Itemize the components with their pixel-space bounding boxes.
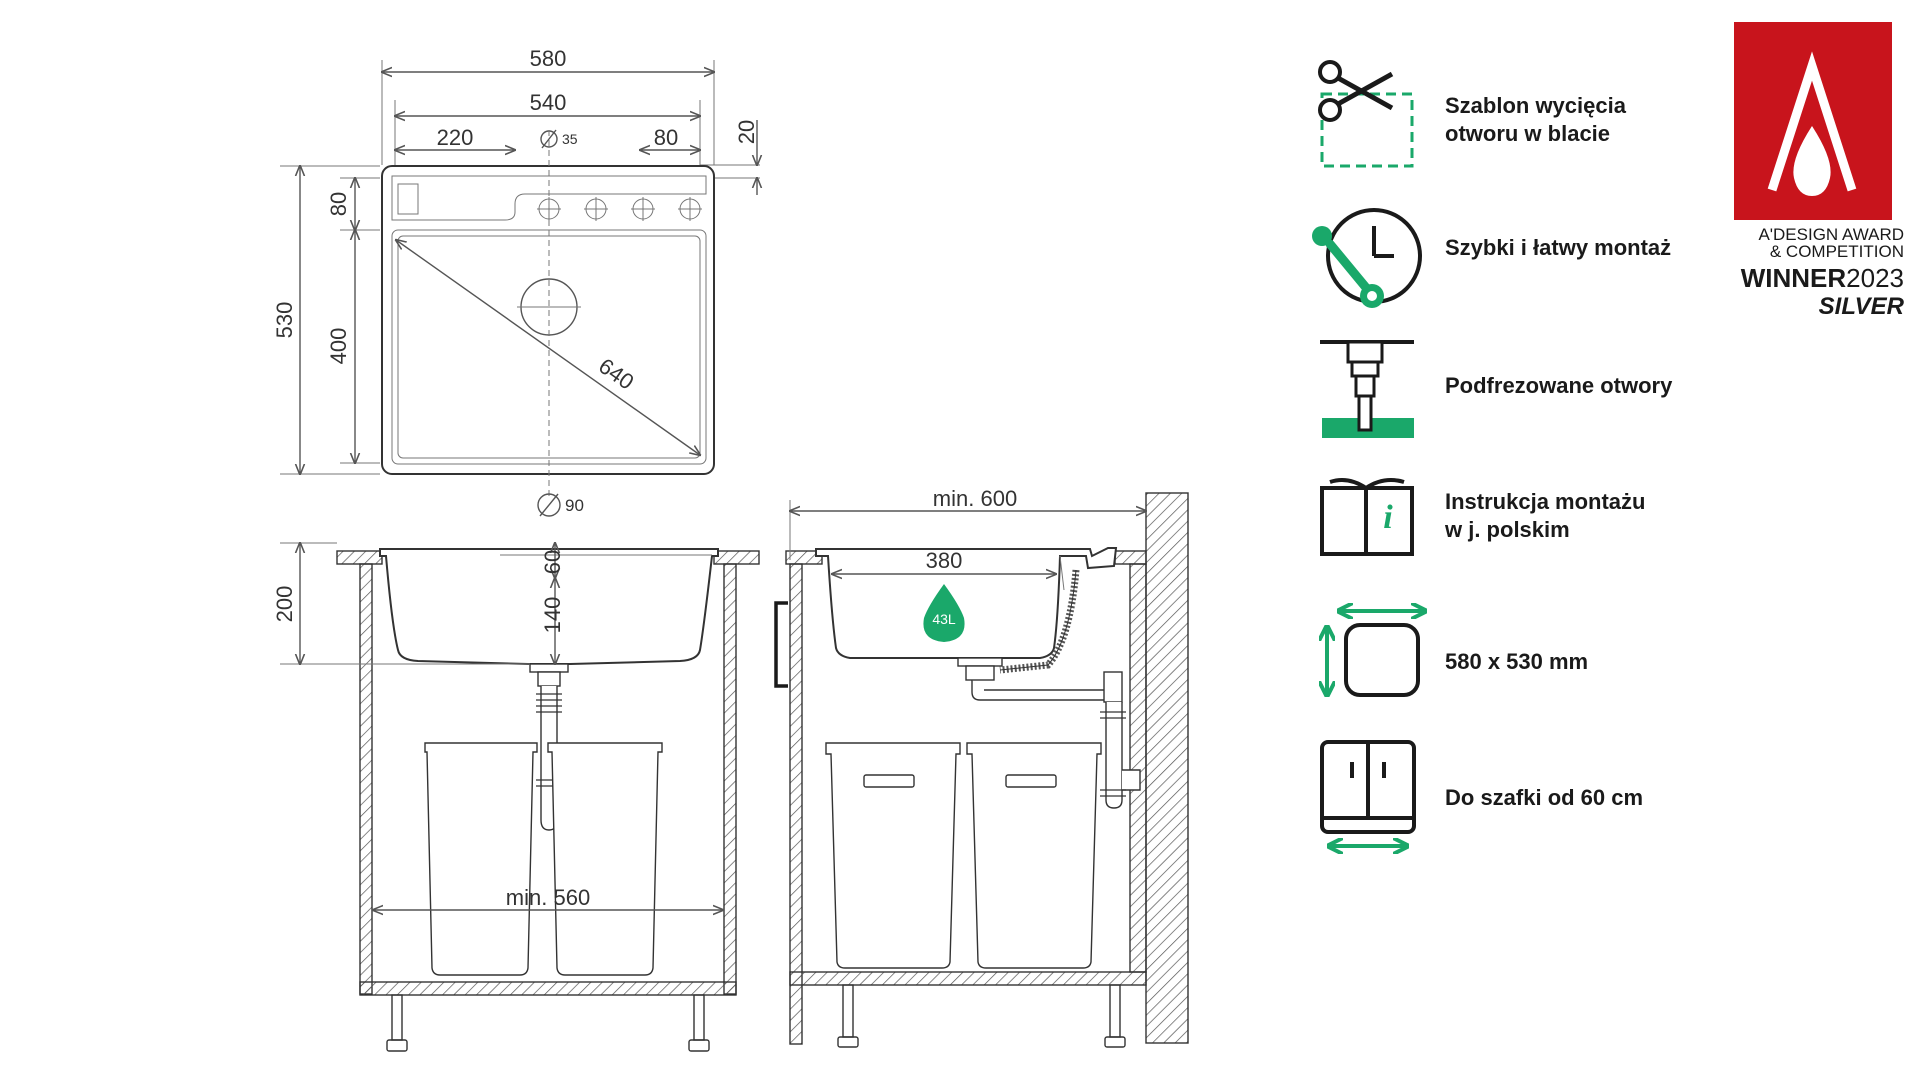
award-logo (1734, 22, 1892, 220)
dim-drain: 90 (565, 496, 584, 515)
dim-tap-hole: 35 (562, 131, 578, 147)
award-winner: WINNER (1740, 263, 1847, 293)
feature-milled-holes-line1: Podfrezowane otwory (1445, 373, 1673, 398)
drill-icon (1320, 340, 1414, 438)
dim-front-bowl: 140 (540, 597, 565, 634)
dim-cabinet-min-side: min. 600 (933, 486, 1017, 511)
feature-milled-holes: Podfrezowane otwory (1445, 372, 1672, 400)
feature-template: Szablon wycięcia otworu w blacie (1445, 92, 1626, 148)
side-view: min. 600 380 43L (774, 486, 1189, 1048)
feature-dimensions: 580 x 530 mm (1445, 648, 1588, 676)
water-drop-icon: 43L (923, 584, 965, 642)
feature-quick-install: Szybki i łatwy montaż (1445, 234, 1671, 262)
award-level: SILVER (1818, 293, 1904, 320)
clock-wrench-icon (1312, 208, 1422, 308)
scissors-template-icon (1318, 60, 1414, 168)
dim-width-outer: 580 (530, 46, 567, 71)
dim-width-inner: 540 (530, 90, 567, 115)
dim-bowl-width: 380 (926, 548, 963, 573)
award-year: 2023 (1846, 263, 1904, 293)
dim-height-total: 530 (272, 302, 297, 339)
dim-front-rim: 60 (540, 550, 565, 574)
feature-instructions-line2: w j. polskim (1445, 517, 1570, 542)
feature-quick-install-line1: Szybki i łatwy montaż (1445, 235, 1672, 260)
dim-front-height: 200 (272, 586, 297, 623)
feature-instructions: Instrukcja montażu w j. polskim (1445, 488, 1645, 544)
feature-template-line2: otworu w blacie (1445, 121, 1611, 146)
cabinet-icon (1320, 740, 1416, 846)
dim-tap-zone-left: 220 (437, 125, 474, 150)
front-view: min. 560 200 60 140 (272, 543, 760, 1052)
dim-tap-zone-right: 80 (654, 125, 678, 150)
top-view: 580 540 220 35 80 20 530 80 400 (272, 46, 760, 517)
feature-instructions-line1: Instrukcja montażu (1445, 489, 1646, 514)
award-line1: A'DESIGN AWARD (1758, 225, 1904, 244)
dim-shelf-depth: 80 (326, 192, 351, 216)
instruction-book-icon: i (1320, 478, 1414, 556)
svg-text:i: i (1383, 499, 1393, 536)
dim-rim-top: 20 (734, 120, 759, 144)
feature-dimensions-line1: 580 x 530 mm (1445, 649, 1589, 674)
dim-bowl-depth: 400 (326, 328, 351, 365)
sink-size-icon (1327, 611, 1424, 695)
award-line2: & COMPETITION (1769, 242, 1904, 261)
capacity-label: 43L (932, 611, 956, 627)
feature-template-line1: Szablon wycięcia (1445, 93, 1626, 118)
feature-cabinet-size-line1: Do szafki od 60 cm (1445, 785, 1644, 810)
feature-cabinet-size: Do szafki od 60 cm (1445, 784, 1643, 812)
award-winner-row: WINNER2023 (1734, 264, 1904, 292)
dim-cabinet-min-front: min. 560 (506, 885, 590, 910)
